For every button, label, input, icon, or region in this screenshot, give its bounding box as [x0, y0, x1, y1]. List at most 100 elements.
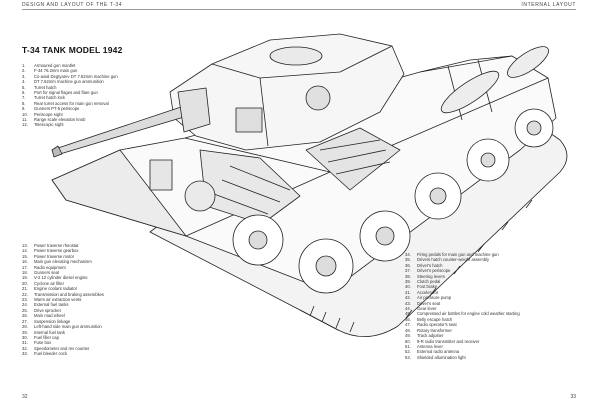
legend-item-number: 20. [22, 280, 28, 286]
legend-item-text: Range scale elevation knob [34, 117, 86, 123]
legend-item-text: Telescopic sight [34, 122, 64, 128]
legend-item-number: 18. [22, 270, 28, 276]
legend-item-text: Main road wheel [34, 313, 65, 319]
legend-item: 32.Speedometer and rev counter [22, 346, 104, 351]
legend-item: 12. Telescopic sight [22, 122, 118, 127]
legend-item-text: Belly escape hatch [417, 316, 453, 322]
legend-item: 44.Gear lever [405, 306, 520, 311]
legend-item-number: 41. [405, 289, 411, 295]
legend-item-text: Driver's seat [417, 300, 441, 306]
legend-item: 19.V-2 12 cylinder diesel engine [22, 275, 104, 280]
legend-item-text: DT 7.62mm machine gun ammunition [34, 79, 104, 85]
legend-item-number: 34. [405, 252, 411, 257]
legend-item-text: Fuse box [34, 340, 52, 346]
legend-item-text: Co-axial Degtyarev DT 7.62mm machine gun [34, 73, 118, 79]
legend-item-text: External radio antenna [417, 349, 460, 355]
legend-item-number: 38. [405, 273, 411, 279]
legend-item-text: Cyclone air filter [34, 280, 65, 286]
external-fuel-tank [440, 70, 500, 114]
legend-item-number: 8. [22, 100, 26, 106]
legend-item-number: 46. [405, 316, 411, 322]
legend-item-number: 7. [22, 95, 26, 101]
legend-item: 50. 9-R radio transmitter and receiver [405, 339, 520, 344]
legend-item: 13. Power traverse rheostat [22, 243, 104, 248]
legend-item-text: Fuel bleeder cock [34, 351, 68, 357]
legend-item-text: Compressed air bottles for engine cold w… [417, 311, 520, 317]
legend-item: 26.Main road wheel [22, 313, 104, 318]
drive-sprocket [184, 180, 216, 212]
legend-item-text: Suspension linkage [34, 318, 71, 324]
legend-item-number: 19. [22, 275, 28, 281]
legend-item-text: Gunners PT-5 periscope [34, 106, 80, 112]
legend-item: 18.Gunners seat [22, 270, 104, 275]
legend-item-text: F-34 76.2mm main gun [34, 68, 78, 74]
legend-item-text: Internal fuel tank [34, 329, 65, 335]
legend-item-number: 42. [405, 295, 411, 301]
legend-item: 48. Rotary transformer [405, 328, 520, 333]
legend-item-text: 9-R radio transmitter and receiver [417, 338, 480, 344]
legend-item-number: 48. [405, 327, 411, 333]
legend-item-text: Speedometer and rev counter [34, 345, 90, 351]
legend-item-text: External fuel tanks [34, 302, 69, 308]
legend-item-number: 11. [22, 117, 28, 123]
legend-item: 35.Drivers hatch counter-weight assembly [405, 257, 520, 262]
legend-item-number: 53. [405, 354, 411, 360]
legend-item: 23.Warm air extraction vents [22, 297, 104, 302]
legend-item: 51.Antenna lever [405, 344, 520, 349]
legend-item-text: Armoured gun mantlet [34, 63, 76, 68]
legend-item: 33. Fuel bleeder cock [22, 351, 104, 356]
legend-item-text: Antenna lever [417, 343, 443, 349]
legend-item-number: 25. [22, 307, 28, 313]
legend-item: 28.Left-hand side main gun ammunition [22, 324, 104, 329]
legend-item-text: Clutch pedal [417, 279, 441, 285]
legend-item: 43. Driver's seat [405, 301, 520, 306]
legend-item-number: 43. [405, 300, 411, 306]
legend-item: 27. Suspension linkage [22, 319, 104, 324]
legend-item-number: 39. [405, 279, 411, 285]
legend-item: 46. Belly escape hatch [405, 317, 520, 322]
road-wheels [232, 108, 554, 294]
legend-item: 30.Fuel filler cap [22, 335, 104, 340]
legend-item-text: Shielded allumination light [417, 354, 466, 360]
legend-item-number: 33. [22, 351, 28, 357]
legend-item: 39. Clutch pedal [405, 279, 520, 284]
legend-item: 24. External fuel tanks [22, 302, 104, 307]
running-header: DESIGN AND LAYOUT OF THE T-34 INTERNAL L… [0, 0, 600, 11]
legend-item: 11. Range scale elevation knob [22, 117, 118, 122]
legend-item: 53. Shielded allumination light [405, 355, 520, 360]
legend-item-number: 29. [22, 329, 28, 335]
legend-item-text: Rotary transformer [417, 327, 452, 333]
legend-item-number: 12. [22, 122, 28, 128]
legend-item: 36.Driver's hatch [405, 263, 520, 268]
turret-outline [169, 33, 405, 151]
legend-item-text: Drivers hatch counter-weight assembly [417, 257, 490, 263]
legend-item-number: 50. [405, 338, 411, 344]
legend-item-number: 30. [22, 334, 28, 340]
legend-item-text: Power traverse gearbox [34, 248, 79, 254]
legend-item-text: Radio operator's seat [417, 322, 457, 328]
legend-item: 38.Steering levers [405, 274, 520, 279]
legend-item-number: 31. [22, 340, 28, 346]
legend-item: 17.Radio equipment [22, 265, 104, 270]
legend-item-text: Driver's periscope [417, 268, 451, 274]
legend-item-number: 16. [22, 259, 28, 265]
legend-item: 42.Air pressure pump [405, 295, 520, 300]
legend-item-text: Accelerator [417, 289, 439, 295]
legend-item-text: Power traverse rheostat [34, 243, 79, 248]
legend-item: 47. Radio operator's seat [405, 322, 520, 327]
legend-item-number: 10. [22, 111, 28, 117]
legend-item-text: Radio equipment [34, 264, 66, 270]
legend-item-number: 24. [22, 302, 28, 308]
legend-item: 6.Port for signal flages and flare gun [22, 90, 118, 95]
legend-item-text: Turret hatch lock [34, 95, 66, 101]
legend-item-text: Power traverse motor [34, 253, 75, 259]
legend-item-number: 37. [405, 268, 411, 274]
legend-item-number: 13. [22, 243, 28, 248]
legend-item-number: 23. [22, 297, 28, 303]
legend-item: 8.Rear turret access for main gun remova… [22, 101, 118, 106]
header-left-text: DESIGN AND LAYOUT OF THE T-34 [22, 2, 123, 8]
legend-item-number: 40. [405, 284, 411, 290]
legend-item-number: 27. [22, 318, 28, 324]
legend-item-number: 47. [405, 322, 411, 328]
